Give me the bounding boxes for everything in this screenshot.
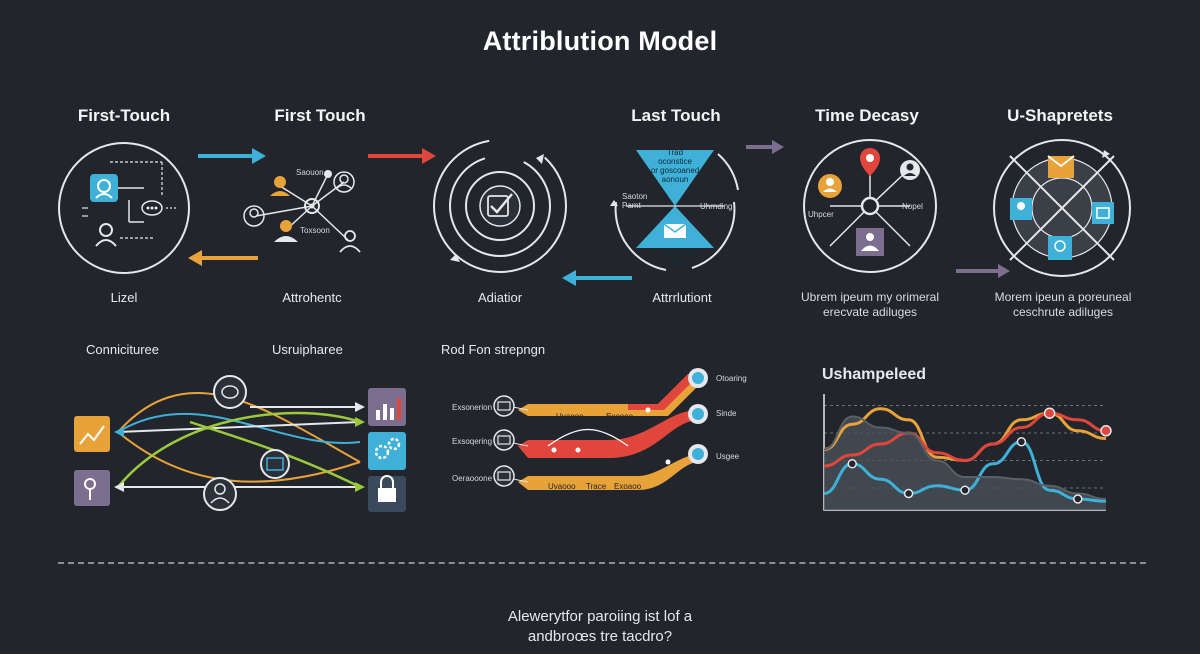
network-node-label: Saouon <box>296 168 324 177</box>
bar-row-left-label: Exsonerion <box>452 403 493 412</box>
first-touch-diagram <box>58 142 190 274</box>
model-title-first-touch-1: First-Touch <box>77 106 171 125</box>
channel-bars-diagram <box>493 368 708 490</box>
time-decay-right-label: Nopel <box>902 202 923 211</box>
multi-touch-flow-diagram <box>74 375 406 512</box>
funnel-right-label: Uhrnding <box>700 202 733 211</box>
arrow-left-blue <box>562 270 632 286</box>
desc-line: erecvate adiluges <box>822 305 918 319</box>
footer-text: Alewerytfor paroiing ist lof a andbroœs … <box>0 607 1200 647</box>
dashed-divider <box>58 562 1146 564</box>
time-decay-diagram <box>803 139 937 273</box>
desc-line: Morem ipeun a poreuneal <box>994 290 1132 304</box>
model-title-last-touch: Last Touch <box>631 106 721 125</box>
funnel-text: or goscoaned <box>650 166 700 175</box>
arrow-right-blue <box>198 148 266 164</box>
flow-label-left: Connicituree <box>86 342 159 357</box>
last-touch-diagram <box>610 150 739 271</box>
model-title-first-touch-2: First Touch <box>274 106 366 125</box>
funnel-text: Pamt <box>622 201 641 210</box>
arrow-right-purple-2 <box>956 264 1010 278</box>
footer-line: andbroœs tre tacdro? <box>527 628 673 645</box>
model-desc-time-decay: Ubrem ipeum my orimeral erecvate adiluge… <box>770 290 970 320</box>
data-point <box>1073 494 1083 504</box>
funnel-left-label: Saoton Pamt <box>622 192 647 210</box>
model-caption-4: Attrrlutiont <box>652 290 712 305</box>
desc-line: ceschrute adiluges <box>1012 305 1114 319</box>
footer-line: Alewerytfor paroiing ist lof a <box>507 608 693 625</box>
time-decay-left-label: Uhpcer <box>808 210 834 219</box>
model-title-u-shaped: U-Shapretets <box>1007 106 1113 125</box>
bar-row-left-label: Exsoqering <box>452 437 493 446</box>
first-touch-network-diagram <box>243 170 361 253</box>
funnel-text: Saoton <box>622 192 648 201</box>
bar-inner-label: Trace <box>586 482 607 491</box>
data-point <box>1016 437 1027 447</box>
funnel-text: ooat <box>670 257 686 266</box>
arrow-left-orange <box>188 250 258 266</box>
funnel-text: Uvaonoung <box>657 248 699 257</box>
series-line <box>823 415 1107 500</box>
network-node-label: Toxsoon <box>300 226 330 235</box>
line-chart <box>823 394 1112 511</box>
desc-line: Ubrem ipeum my orimeral <box>800 290 940 304</box>
bar-inner-label: Uvaooo <box>548 482 576 491</box>
page-title: Attriblution Model <box>482 26 718 56</box>
data-point <box>903 488 914 499</box>
bar-inner-label: Exoooo <box>606 412 634 421</box>
flow-label-right: Usruipharee <box>272 342 343 357</box>
funnel-bottom-label: Uvaonoung ooat <box>648 248 708 266</box>
arrow-right-red <box>368 148 436 164</box>
bar-row-right-label: Usgee <box>716 452 740 461</box>
u-shaped-diagram <box>993 139 1131 277</box>
funnel-top-label: Trad oconstice or goscoaned aonoun <box>650 148 700 184</box>
bar-row-left-label: Oeraooone <box>452 474 493 483</box>
data-point <box>960 485 970 495</box>
arrow-right-purple <box>746 140 784 154</box>
funnel-text: aonoun <box>661 175 689 184</box>
model-caption-2: Attrohentc <box>282 290 342 305</box>
series-line <box>823 411 1107 468</box>
funnel-text: Trad oconstice <box>658 148 692 166</box>
model-caption-1: Lizel <box>110 290 138 305</box>
data-point <box>1100 425 1112 437</box>
bar-inner-label: Exoaoo <box>614 482 642 491</box>
linear-diagram <box>433 139 567 273</box>
data-point <box>1043 407 1056 419</box>
bar-row-right-label: Sinde <box>716 409 737 418</box>
model-desc-u-shaped: Morem ipeun a poreuneal ceschrute adilug… <box>963 290 1163 320</box>
model-caption-3: Adiatior <box>477 290 523 305</box>
bars-label: Rod Fon strepngn <box>441 342 546 357</box>
chart-title: Ushampeleed <box>822 366 927 383</box>
data-point <box>847 459 857 469</box>
bar-inner-label: Uvaooo <box>556 412 584 421</box>
bar-row-right-label: Otoaring <box>716 374 747 383</box>
model-title-time-decay: Time Decasy <box>815 106 919 125</box>
